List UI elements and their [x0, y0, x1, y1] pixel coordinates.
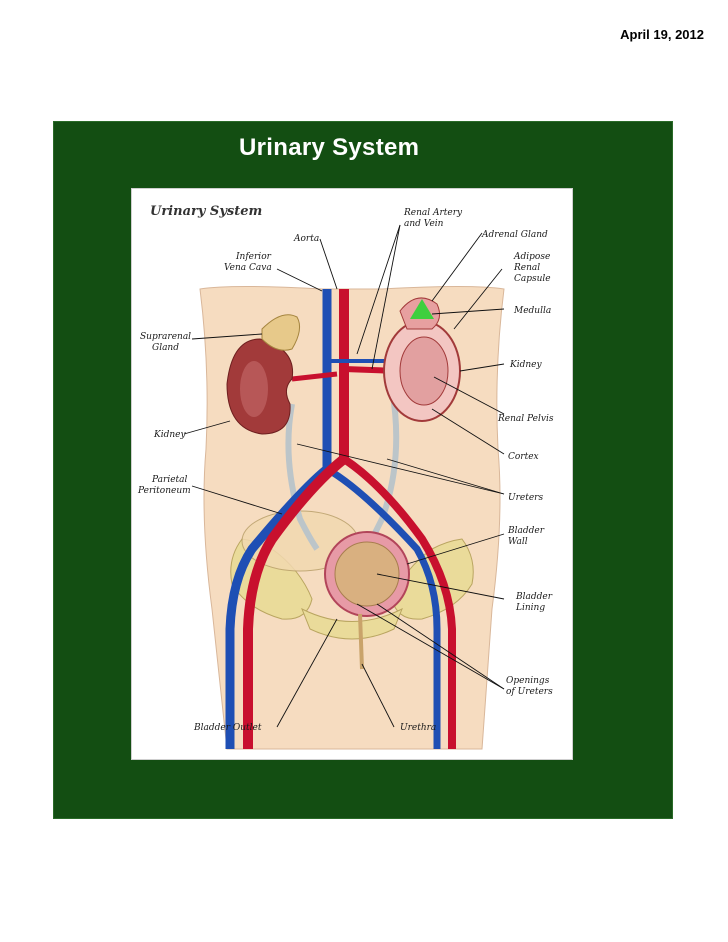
label-openings-2: of Ureters [506, 687, 553, 697]
label-adrenal-gland: Adrenal Gland [481, 230, 548, 240]
label-adipose-2: Renal [513, 263, 540, 273]
label-bladder-wall-2: Wall [508, 537, 528, 547]
label-parietal-1: Parietal [151, 475, 188, 485]
label-urethra: Urethra [400, 723, 436, 733]
label-adipose-3: Capsule [514, 274, 551, 284]
label-bladder-lining-2: Lining [515, 603, 545, 613]
label-parietal-2: Peritoneum [137, 486, 191, 496]
label-cortex: Cortex [508, 452, 539, 462]
label-renal-artery-1: Renal Artery [403, 208, 463, 218]
leader-lines [183, 224, 505, 728]
pubic-bone [301, 607, 403, 640]
label-openings-1: Openings [506, 676, 550, 686]
aorta [243, 289, 349, 749]
medulla-highlight [410, 299, 434, 319]
urinary-system-diagram: Urinary System [131, 188, 573, 760]
aorta-left-branch [341, 455, 456, 749]
kidney-right-highlight [240, 361, 268, 417]
slide-panel: Urinary System Urinary System [54, 122, 672, 818]
vena-cava-right-branch [325, 465, 441, 749]
urethra [358, 613, 364, 670]
label-aorta: Aorta [293, 234, 319, 244]
slide-title: Urinary System [239, 134, 420, 161]
label-adipose-1: Adipose [513, 252, 550, 262]
label-ureters: Ureters [508, 493, 543, 503]
label-renal-pelvis: Renal Pelvis [497, 414, 554, 424]
label-bladder-wall-1: Bladder [507, 526, 545, 536]
label-renal-artery-2: and Vein [404, 219, 444, 229]
kidney-left-medulla-region [399, 336, 449, 406]
label-bladder-outlet: Bladder Outlet [193, 723, 262, 733]
bladder-lining [334, 541, 400, 607]
label-kidney-left: Kidney [509, 360, 542, 370]
label-suprarenal-2: Gland [152, 343, 179, 353]
ureter-right [285, 403, 320, 551]
diagram-title: Urinary System [150, 204, 262, 219]
label-medulla: Medulla [513, 306, 551, 316]
label-inferior-vena-cava-2: Vena Cava [224, 263, 272, 273]
suprarenal-gland [261, 314, 301, 351]
label-bladder-lining-1: Bladder [515, 592, 553, 602]
label-suprarenal-1: Suprarenal [140, 332, 191, 342]
date-stamp: April 19, 2012 [620, 27, 704, 42]
label-kidney-right: Kidney [153, 430, 186, 440]
diagram-illustration: Urinary System [137, 204, 554, 750]
renal-vessels-right [291, 371, 338, 382]
label-inferior-vena-cava-1: Inferior [235, 252, 272, 262]
